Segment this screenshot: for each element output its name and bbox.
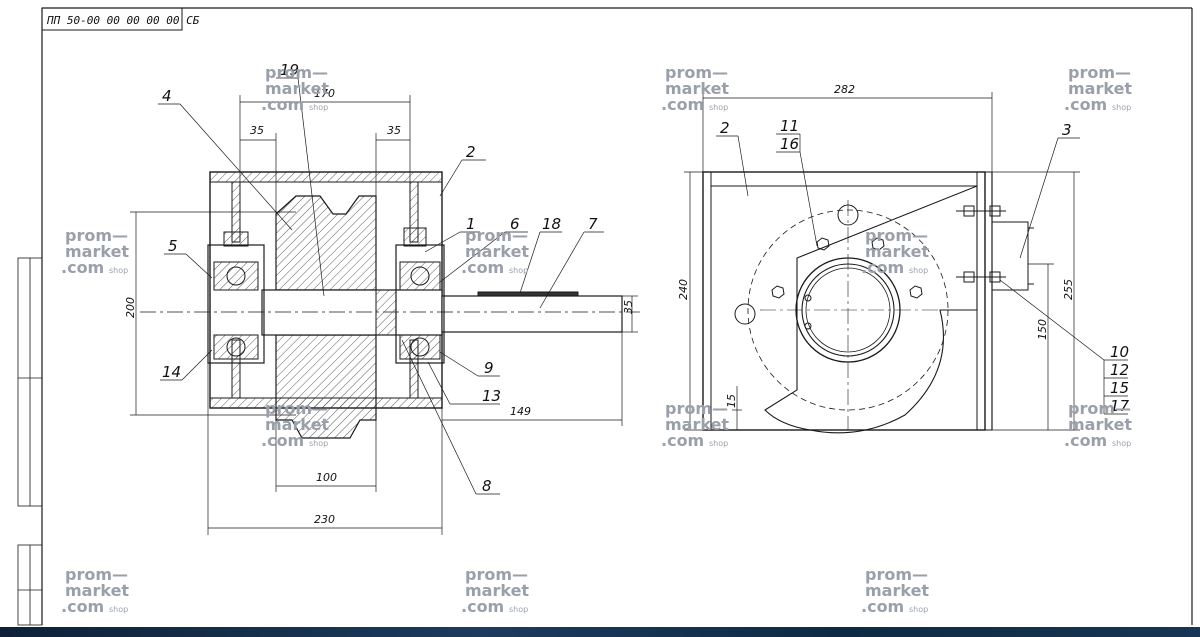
svg-text:market: market — [665, 79, 729, 98]
svg-text:prom—: prom— — [865, 226, 928, 245]
label-14: 14 — [162, 363, 181, 381]
svg-text:market: market — [65, 242, 129, 261]
dim-35-shaft: 35 — [622, 300, 635, 314]
svg-text:.com: .com — [661, 431, 704, 450]
svg-text:market: market — [265, 415, 329, 434]
svg-text:shop: shop — [709, 439, 728, 448]
label-2-left: 2 — [466, 143, 476, 161]
svg-text:shop: shop — [509, 266, 528, 275]
label-18: 18 — [542, 215, 561, 233]
bottom-band — [0, 627, 1200, 637]
left-margin-stamps — [17, 257, 43, 626]
label-6: 6 — [510, 215, 520, 233]
svg-text:shop: shop — [309, 103, 328, 112]
label-4: 4 — [162, 87, 172, 105]
svg-text:market: market — [265, 79, 329, 98]
svg-text:prom—: prom— — [265, 399, 328, 418]
svg-text:prom—: prom— — [1068, 63, 1131, 82]
svg-text:.com: .com — [661, 95, 704, 114]
label-1: 1 — [466, 215, 476, 233]
dim-170: 170 — [314, 87, 335, 100]
svg-text:market: market — [1068, 415, 1132, 434]
label-7: 7 — [588, 215, 598, 233]
svg-text:.com: .com — [1064, 95, 1107, 114]
svg-text:prom—: prom— — [65, 226, 128, 245]
svg-text:prom—: prom— — [465, 565, 528, 584]
label-2-right: 2 — [720, 119, 730, 137]
svg-text:market: market — [1068, 79, 1132, 98]
label-10: 10 — [1110, 343, 1129, 361]
label-11: 11 — [780, 117, 799, 135]
dim-149: 149 — [510, 405, 531, 418]
svg-text:market: market — [65, 581, 129, 600]
svg-text:shop: shop — [1112, 439, 1131, 448]
label-3: 3 — [1062, 121, 1072, 139]
stamp-code: ПП 50-00 00 00 00 00 СБ — [46, 14, 200, 27]
svg-text:.com: .com — [261, 431, 304, 450]
svg-text:.com: .com — [1064, 431, 1107, 450]
svg-text:prom—: prom— — [665, 63, 728, 82]
svg-text:shop: shop — [909, 266, 928, 275]
left-leader-lines — [158, 77, 604, 495]
svg-text:market: market — [865, 581, 929, 600]
label-8: 8 — [482, 477, 492, 495]
svg-text:prom—: prom— — [1068, 399, 1131, 418]
label-15: 15 — [1110, 379, 1129, 397]
label-19: 19 — [280, 61, 299, 79]
label-12: 12 — [1110, 361, 1129, 379]
dim-200: 200 — [124, 297, 137, 318]
dim-100: 100 — [316, 471, 337, 484]
dim-230: 230 — [314, 513, 335, 526]
svg-text:market: market — [465, 242, 529, 261]
svg-text:prom—: prom— — [865, 565, 928, 584]
dim-150: 150 — [1036, 319, 1049, 340]
svg-text:prom—: prom— — [65, 565, 128, 584]
svg-text:market: market — [865, 242, 929, 261]
svg-text:shop: shop — [109, 605, 128, 614]
svg-text:.com: .com — [861, 597, 904, 616]
label-9: 9 — [484, 359, 494, 377]
right-side-view — [702, 171, 1034, 434]
dim-15: 15 — [725, 394, 738, 408]
dim-282: 282 — [834, 83, 855, 96]
svg-text:prom—: prom— — [265, 63, 328, 82]
label-5: 5 — [168, 237, 178, 255]
svg-text:market: market — [465, 581, 529, 600]
right-dimension-lines — [684, 92, 1080, 431]
right-leader-lines — [716, 133, 1128, 415]
dim-255: 255 — [1062, 279, 1075, 300]
dim-240: 240 — [677, 279, 690, 300]
svg-text:prom—: prom— — [665, 399, 728, 418]
svg-text:market: market — [665, 415, 729, 434]
label-17: 17 — [1110, 397, 1130, 415]
label-13: 13 — [482, 387, 501, 405]
svg-text:.com: .com — [261, 95, 304, 114]
label-16: 16 — [780, 135, 799, 153]
svg-text:.com: .com — [461, 597, 504, 616]
svg-text:shop: shop — [509, 605, 528, 614]
svg-text:.com: .com — [861, 258, 904, 277]
svg-text:.com: .com — [61, 597, 104, 616]
left-dimension-lines — [130, 95, 638, 535]
svg-text:shop: shop — [709, 103, 728, 112]
svg-text:.com: .com — [61, 258, 104, 277]
dim-35-left: 35 — [250, 124, 264, 137]
svg-text:.com: .com — [461, 258, 504, 277]
left-section-view — [140, 171, 640, 439]
dim-35-right: 35 — [387, 124, 401, 137]
svg-text:shop: shop — [909, 605, 928, 614]
svg-text:prom—: prom— — [465, 226, 528, 245]
svg-text:shop: shop — [1112, 103, 1131, 112]
svg-text:shop: shop — [109, 266, 128, 275]
svg-text:shop: shop — [309, 439, 328, 448]
